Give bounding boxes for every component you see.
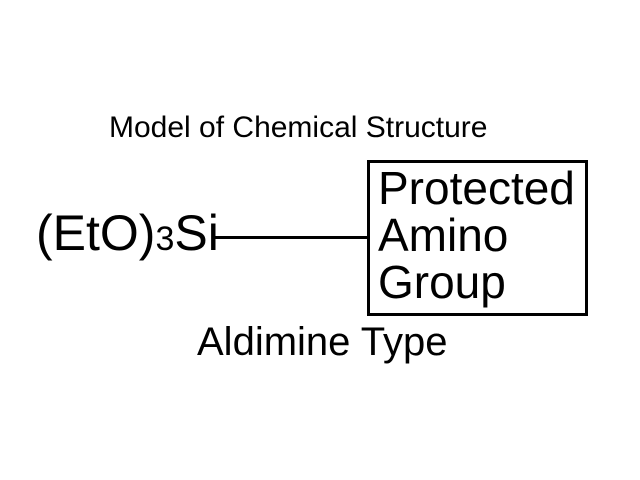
diagram-caption: Aldimine Type bbox=[197, 320, 448, 364]
formula-prefix: (EtO) bbox=[36, 205, 156, 261]
bond-line bbox=[215, 236, 368, 239]
silane-formula: (EtO)3Si bbox=[36, 208, 219, 258]
formula-element: Si bbox=[174, 205, 219, 261]
box-line-1: Protected bbox=[378, 162, 575, 214]
diagram-title: Model of Chemical Structure bbox=[109, 111, 488, 144]
box-line-2: Amino bbox=[378, 209, 509, 261]
protected-amino-group-box: Protected Amino Group bbox=[367, 160, 588, 316]
formula-subscript: 3 bbox=[155, 220, 175, 258]
box-line-3: Group bbox=[378, 256, 506, 308]
